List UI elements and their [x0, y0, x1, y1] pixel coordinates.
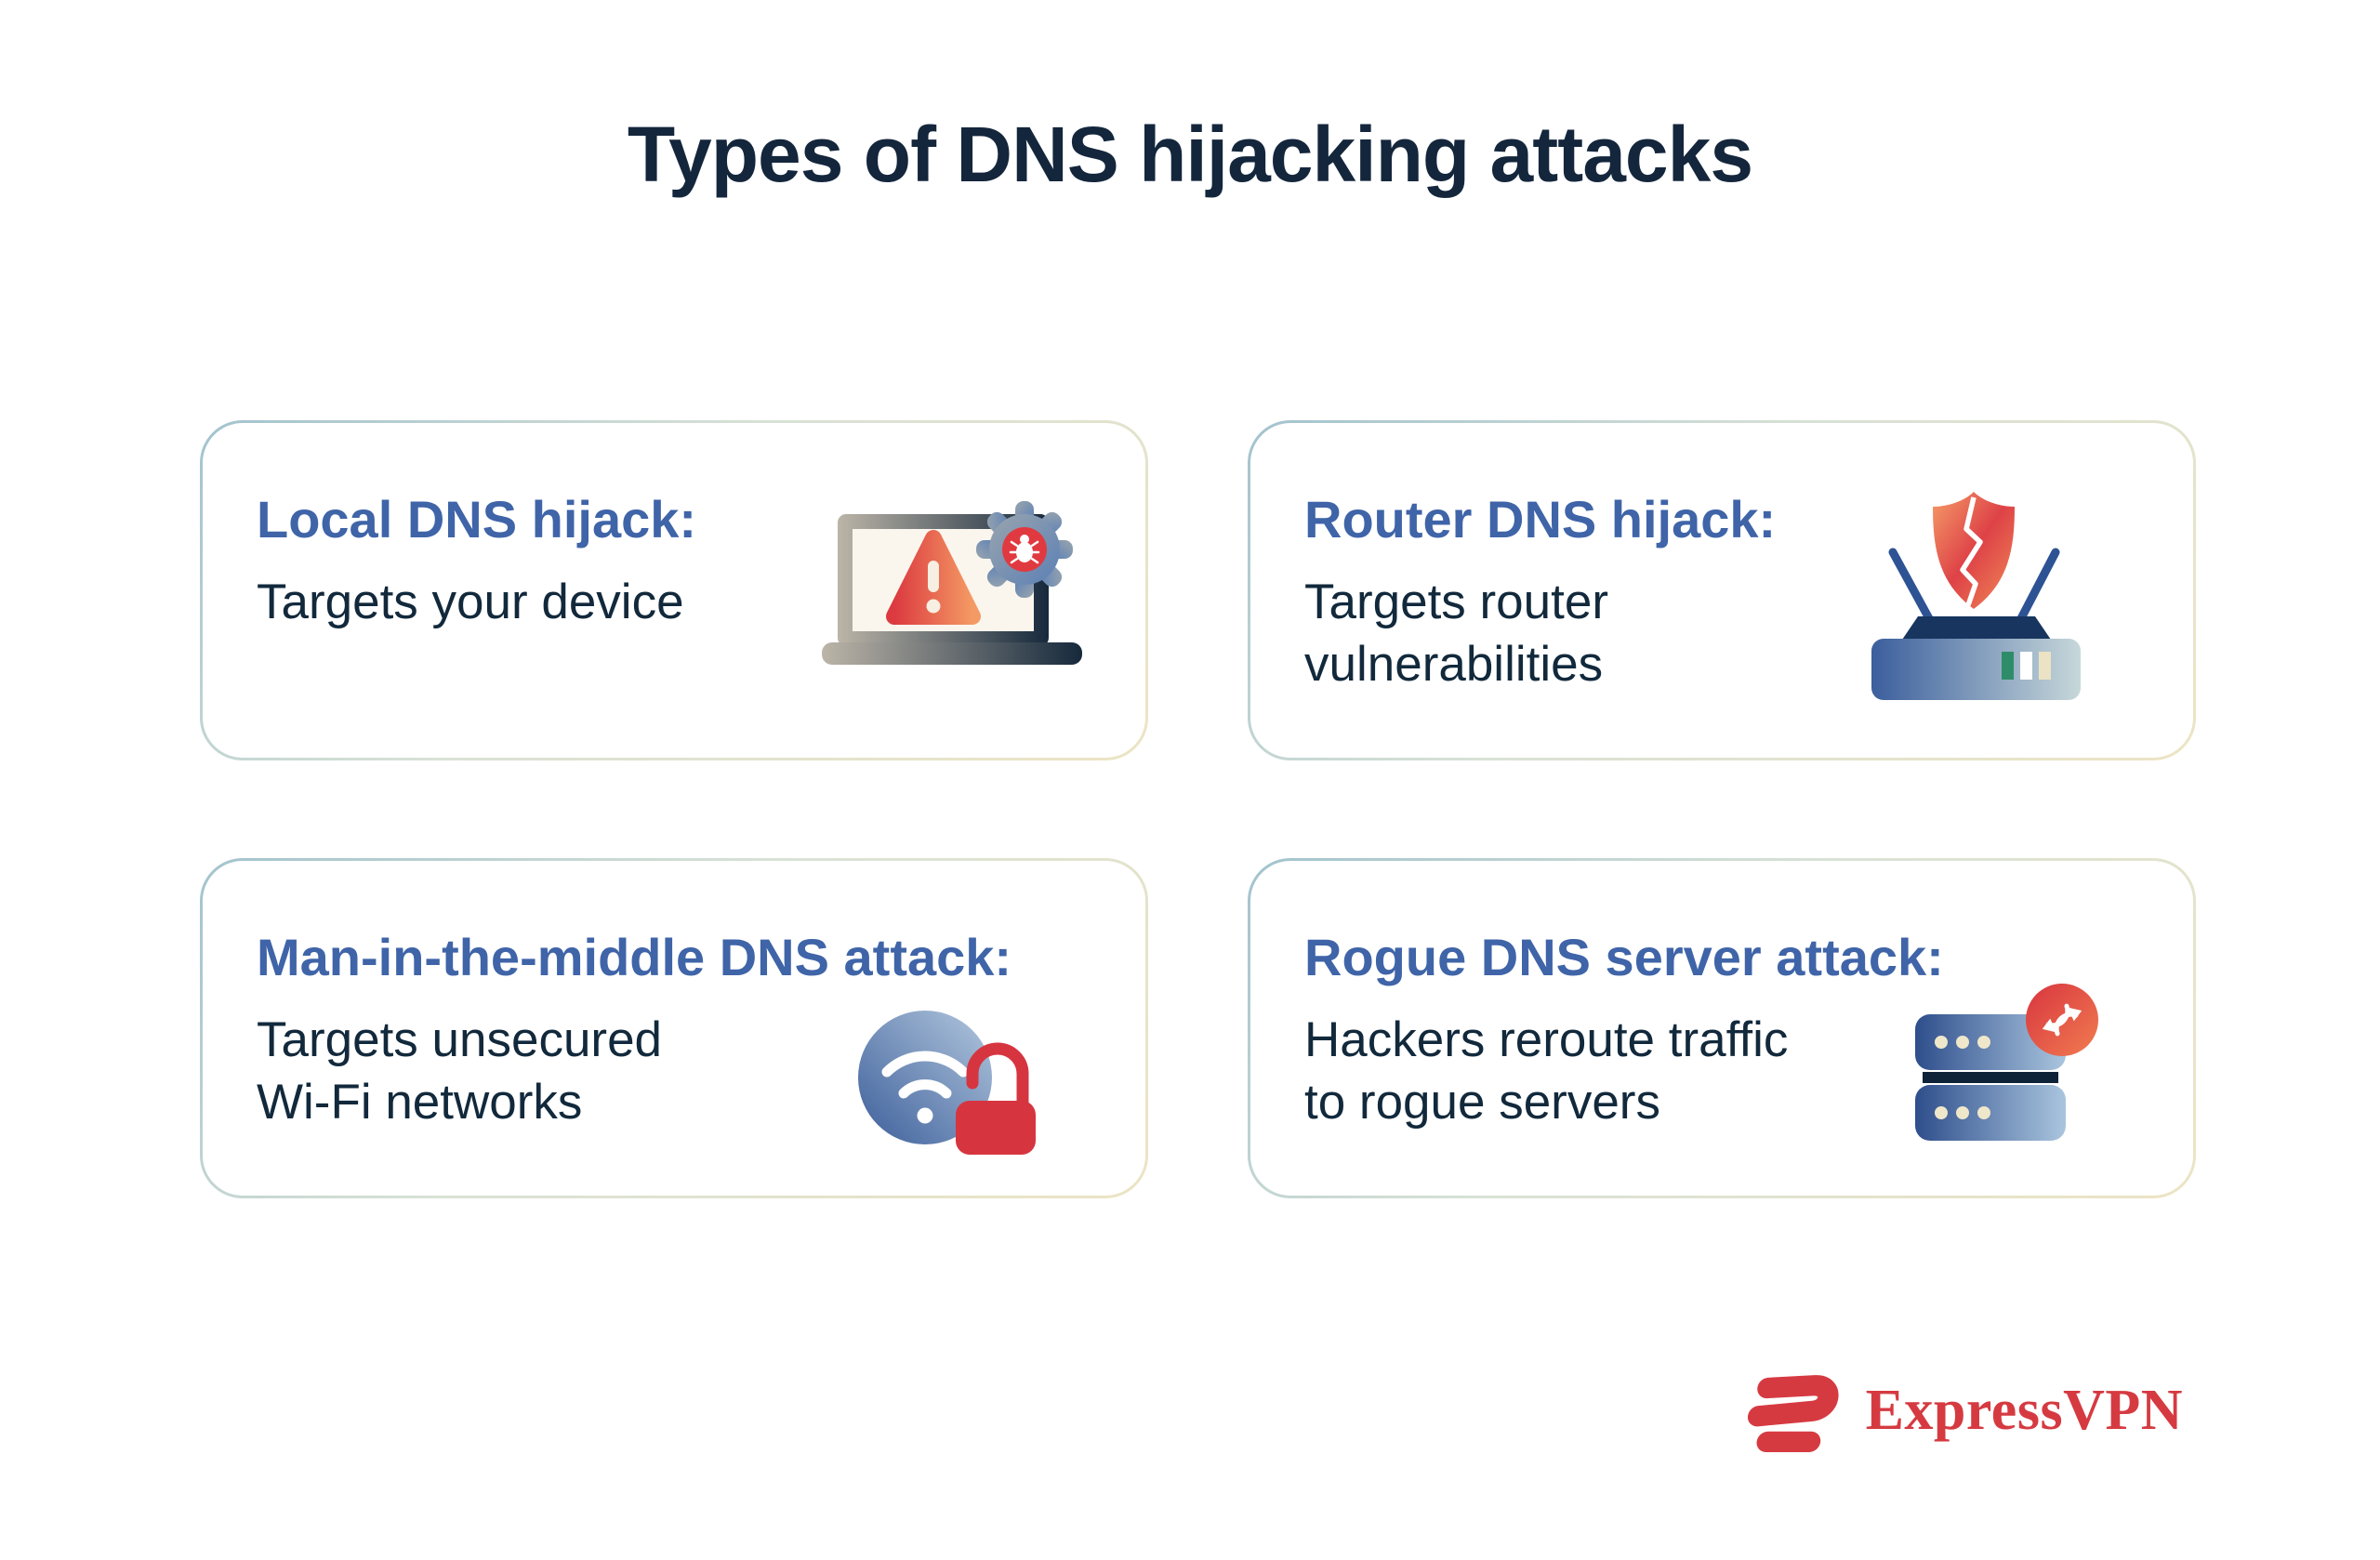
card-rogue-dns-server-attack: Rogue DNS server attack: Hackers reroute… — [1248, 858, 2196, 1198]
card-heading: Man-in-the-middle DNS attack: — [257, 928, 1012, 986]
brand-name: ExpressVPN — [1865, 1378, 2183, 1442]
router-shield-icon — [1871, 492, 2081, 700]
router-antennas — [1888, 548, 2060, 627]
card-router-dns-hijack: Router DNS hijack: Targets router vulner… — [1248, 420, 2196, 760]
page-title: Types of DNS hijacking attacks — [627, 111, 1753, 198]
card-heading: Rogue DNS server attack: — [1304, 928, 1944, 986]
card-local-dns-hijack: Local DNS hijack: Targets your device — [200, 420, 1148, 760]
gear-bug-icon — [976, 501, 1073, 598]
card-body: Targets unsecured Wi-Fi networks — [257, 1012, 663, 1130]
cracked-shield-icon — [1933, 492, 2015, 609]
open-padlock-icon — [956, 1042, 1036, 1155]
card-body: Hackers reroute traffic to rogue servers — [1304, 1012, 1789, 1130]
laptop-warning-icon — [822, 501, 1082, 665]
card-man-in-the-middle-dns-attack: Man-in-the-middle DNS attack: Targets un… — [200, 858, 1148, 1198]
bug-glyph — [1009, 535, 1040, 564]
brand-logo: ExpressVPN — [1741, 1365, 2183, 1456]
card-inner: Router DNS hijack: Targets router vulner… — [1250, 423, 2193, 758]
card-inner: Rogue DNS server attack: Hackers reroute… — [1250, 861, 2193, 1196]
card-inner: Local DNS hijack: Targets your device — [203, 423, 1145, 758]
expressvpn-logo-icon — [1747, 1375, 1839, 1452]
wifi-unlock-icon — [858, 1011, 1036, 1155]
reroute-badge-icon — [2026, 984, 2098, 1056]
server-reroute-icon — [1915, 984, 2098, 1141]
card-heading: Router DNS hijack: — [1304, 490, 1777, 549]
card-inner: Man-in-the-middle DNS attack: Targets un… — [203, 861, 1145, 1196]
card-body: Targets router vulnerabilities — [1304, 575, 1608, 693]
router-status-lights — [2002, 652, 2051, 680]
card-heading: Local DNS hijack: — [257, 490, 697, 549]
wifi-waves — [881, 1051, 969, 1099]
card-body: Targets your device — [257, 575, 684, 630]
server-lights — [1935, 1036, 1990, 1119]
